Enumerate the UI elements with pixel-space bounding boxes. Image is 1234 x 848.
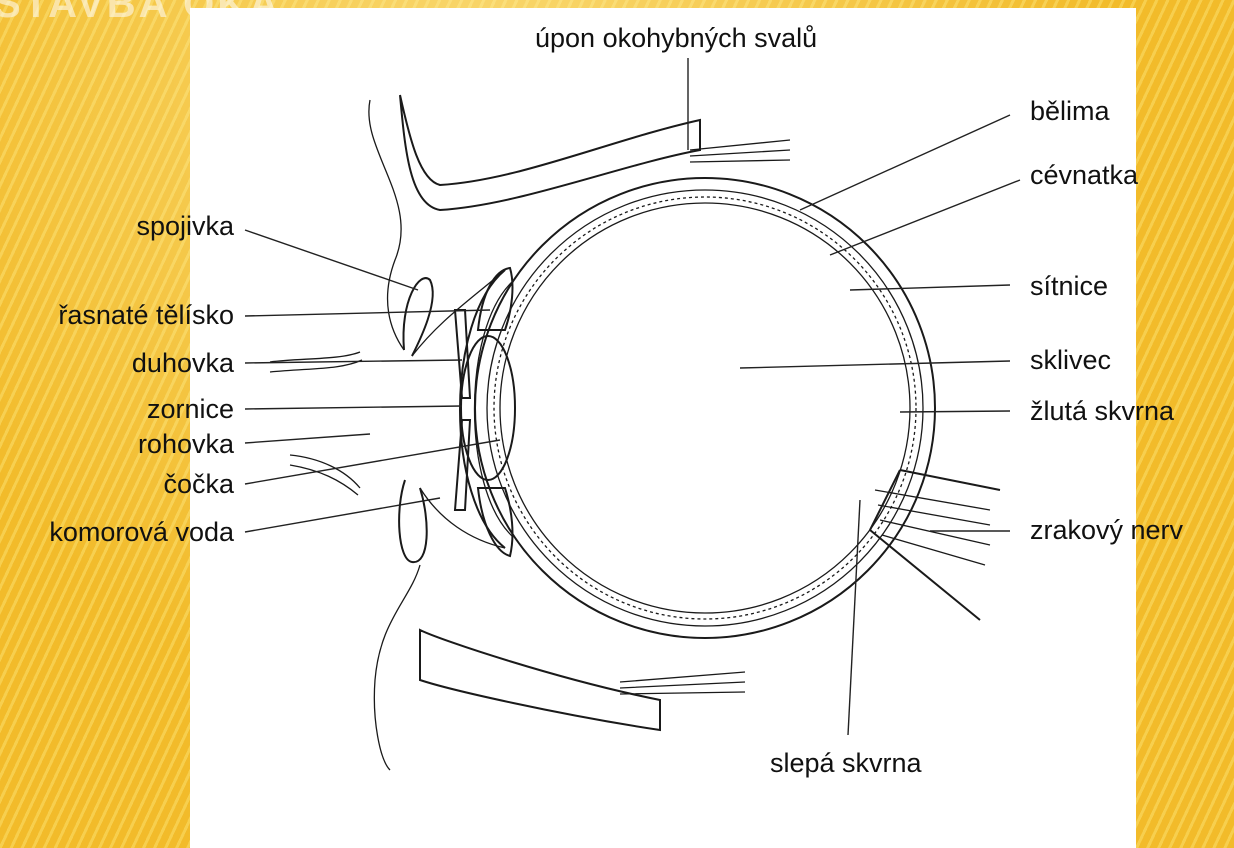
label-sitnice: sítnice	[1030, 271, 1109, 301]
leader-duhovka	[244, 359, 463, 364]
leader-belima	[799, 114, 1011, 211]
label-slepa: slepá skvrna	[770, 748, 922, 778]
label-spojivka: spojivka	[136, 211, 234, 241]
leader-cocka	[244, 439, 501, 485]
brow-outline	[368, 99, 405, 351]
optic-nerve-fibers	[874, 489, 991, 566]
leader-zornice	[244, 405, 463, 410]
lens	[460, 335, 516, 481]
orbital-bone-top	[399, 94, 701, 212]
orbital-bone-bottom	[419, 628, 661, 732]
eyelashes-top	[269, 351, 363, 373]
leader-slepa	[847, 499, 861, 736]
leader-zluta	[899, 410, 1011, 413]
retina-inner	[499, 202, 911, 614]
label-cocka: čočka	[163, 469, 234, 499]
leader-cevnatka	[829, 179, 1021, 256]
leader-spojivka	[244, 229, 419, 291]
lower-eye-muscle	[619, 671, 746, 695]
iris-bottom	[453, 419, 472, 511]
leader-komorova	[244, 497, 441, 533]
label-rohovka: rohovka	[137, 429, 234, 459]
label-belima: bělima	[1030, 96, 1110, 126]
ciliary-body-top	[476, 266, 514, 331]
cornea-inner	[473, 281, 513, 537]
cheek-outline	[373, 564, 421, 771]
label-duhovka: duhovka	[131, 348, 234, 378]
retina-outline	[493, 196, 917, 620]
leader-sklivec	[739, 360, 1011, 369]
leader-rohovka	[244, 433, 371, 444]
choroid-outline	[486, 189, 924, 627]
sclera-outline	[474, 177, 936, 639]
diagram-panel	[190, 8, 1136, 848]
ciliary-body-bottom	[476, 487, 514, 558]
leader-rasnate	[244, 309, 491, 317]
label-rasnate: řasnaté tělísko	[58, 300, 234, 330]
leader-sitnice	[849, 284, 1011, 291]
label-zluta: žlutá skvrna	[1030, 396, 1175, 426]
label-komorova: komorová voda	[49, 517, 234, 547]
upper-eye-muscle	[689, 139, 791, 163]
label-zrakovy: zrakový nerv	[1030, 515, 1184, 545]
cornea	[459, 269, 506, 549]
label-upon: úpon okohybných svalů	[535, 23, 818, 53]
eyelashes-bottom	[289, 454, 361, 496]
lower-eyelid	[398, 479, 428, 564]
optic-nerve	[869, 469, 1001, 621]
conjunctiva-bottom	[419, 487, 506, 549]
label-sklivec: sklivec	[1030, 345, 1112, 375]
upper-eyelid	[402, 277, 434, 357]
label-zornice: zornice	[146, 394, 234, 424]
label-cevnatka: cévnatka	[1030, 160, 1139, 190]
